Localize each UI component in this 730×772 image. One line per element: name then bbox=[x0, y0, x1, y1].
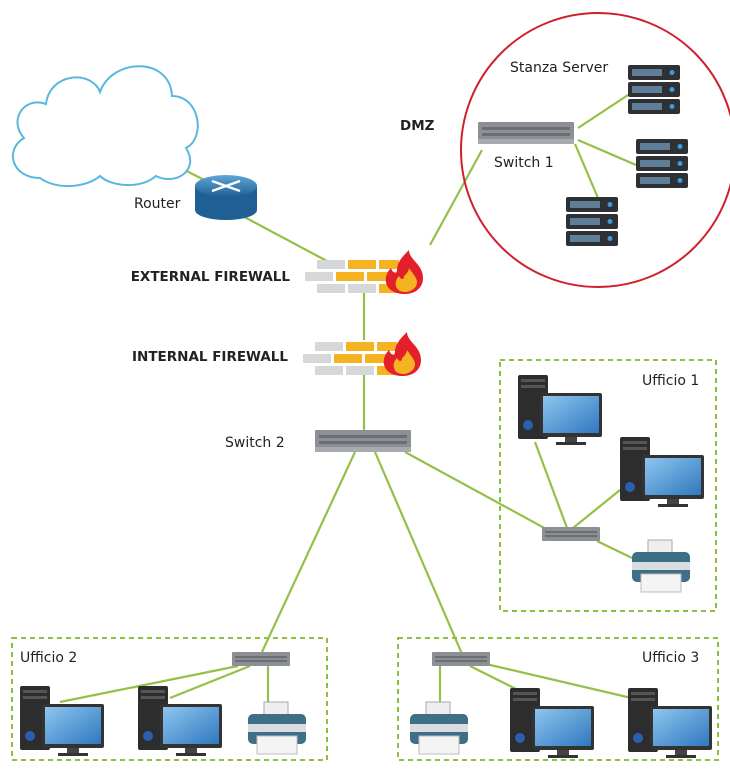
external-firewall-label: EXTERNAL FIREWALL bbox=[131, 269, 291, 285]
switch2-icon bbox=[315, 430, 411, 452]
switch-icon bbox=[542, 527, 600, 541]
switch-icon bbox=[232, 652, 290, 666]
link-office2-pc2 bbox=[169, 664, 251, 700]
server-icon bbox=[628, 65, 680, 114]
computer-icon bbox=[138, 686, 222, 756]
office1-label: Ufficio 1 bbox=[642, 373, 699, 389]
office3: Ufficio 3 bbox=[397, 637, 719, 761]
links bbox=[59, 94, 641, 706]
switch1-icon bbox=[478, 122, 574, 144]
office2-label: Ufficio 2 bbox=[20, 650, 77, 666]
router-label: Router bbox=[134, 196, 181, 212]
server-room-label: Stanza Server bbox=[510, 60, 608, 76]
link-switch2-office3 bbox=[373, 451, 464, 655]
link-switch1-server1 bbox=[577, 94, 629, 129]
link-office1-printer bbox=[596, 540, 633, 559]
link-office2-pc1 bbox=[59, 664, 239, 704]
computer-icon bbox=[510, 688, 594, 758]
printer-icon bbox=[247, 701, 307, 755]
router-icon bbox=[195, 175, 257, 220]
server-icon bbox=[566, 197, 618, 246]
office3-border bbox=[397, 637, 719, 761]
office2-border bbox=[11, 637, 328, 761]
computer-icon bbox=[620, 437, 704, 507]
cloud-icon bbox=[12, 65, 199, 188]
printer-icon bbox=[409, 701, 469, 755]
dmz-zone bbox=[460, 12, 730, 288]
printer-icon bbox=[631, 539, 691, 593]
office1: Ufficio 1 bbox=[499, 359, 717, 612]
dmz-label: DMZ bbox=[400, 118, 435, 134]
link-office1-pc2 bbox=[572, 489, 621, 529]
computer-icon bbox=[628, 688, 712, 758]
link-external-firewall-switch1 bbox=[429, 149, 483, 246]
link-switch2-office2 bbox=[261, 451, 356, 653]
computer-icon bbox=[518, 375, 602, 445]
switch-icon bbox=[432, 652, 490, 666]
link-router-external-firewall bbox=[234, 211, 341, 269]
internal-firewall-icon bbox=[303, 332, 421, 376]
link-switch1-server2 bbox=[577, 138, 637, 167]
link-switch1-server3 bbox=[573, 143, 600, 199]
switch2-label: Switch 2 bbox=[225, 435, 285, 451]
link-switch2-office1 bbox=[404, 451, 549, 531]
switch1-label: Switch 1 bbox=[494, 155, 554, 171]
external-firewall-icon bbox=[305, 250, 423, 294]
link-office3-pc2 bbox=[485, 662, 641, 702]
office2: Ufficio 2 bbox=[11, 637, 328, 761]
office3-label: Ufficio 3 bbox=[642, 650, 699, 666]
link-office1-pc1 bbox=[533, 441, 569, 529]
server-icon bbox=[636, 139, 688, 188]
office1-border bbox=[499, 359, 717, 612]
internal-firewall-label: INTERNAL FIREWALL bbox=[132, 349, 288, 365]
